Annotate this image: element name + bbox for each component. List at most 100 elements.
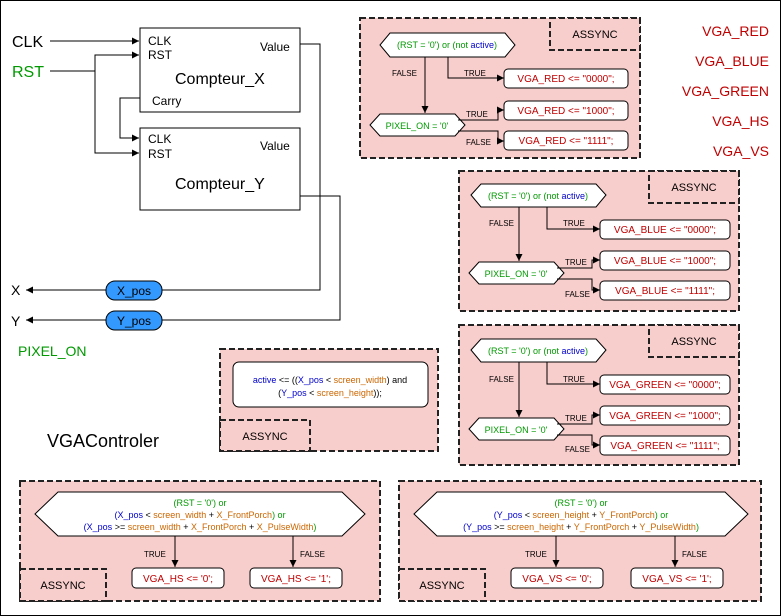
reset-active-condition: [470, 183, 607, 208]
pixel-on-condition-text: PIXEL_ON = '0': [485, 269, 548, 279]
reset-active-condition: [379, 32, 516, 58]
assync-tag: [648, 170, 740, 204]
pixel-true-arrow: [557, 411, 600, 425]
assign-1000-box: [503, 100, 629, 121]
pixel-on-condition-text: PIXEL_ON = '0': [386, 121, 449, 131]
false-label: FALSE: [682, 550, 707, 559]
assign-true-box: [510, 567, 604, 589]
hsync-condition: [34, 491, 366, 537]
counter-x-carry-port: Carry: [152, 94, 181, 108]
true-label: TRUE: [563, 375, 585, 384]
assign-1000-text: VGA_BLUE <= "1000";: [614, 256, 716, 267]
pixel-false-arrow: [458, 130, 504, 145]
assign-1000-text: VGA_GREEN <= "1000";: [609, 411, 721, 422]
red-decision-block: ASSYNC (RST = '0') or (not active) PIXEL…: [359, 17, 641, 159]
assync-tag: [549, 17, 641, 51]
assign-false-text: VGA_VS <= '1';: [642, 574, 711, 585]
assign-1111-text: VGA_BLUE <= "1111";: [615, 286, 715, 297]
vsync-condition: [413, 491, 749, 537]
assign-1000-box: [599, 405, 731, 426]
assync-label: ASSYNC: [242, 431, 287, 443]
assync-label: ASSYNC: [40, 580, 85, 592]
assign-false-text: VGA_HS <= '1';: [261, 574, 331, 585]
counter-x-box: [139, 27, 301, 113]
hsync-condition-line-1: (RST = '0') or: [173, 498, 226, 508]
active-expression-line-1: active <= ((X_pos < screen_width) and: [253, 375, 407, 385]
vga-vs-output-label: VGA_VS: [713, 143, 769, 159]
wire-rst-to-counter-y: [94, 71, 139, 157]
counter-y-clk-port: CLK: [148, 132, 171, 146]
pixel-false-arrow: [557, 278, 600, 294]
condition-text: (RST = '0') or (not active): [397, 40, 497, 50]
assync-label: ASSYNC: [572, 29, 617, 41]
vga-blue-output-label: VGA_BLUE: [695, 53, 769, 69]
active-expression-line-2: (Y_pos < screen_height));: [278, 388, 382, 398]
assign-1000-box: [599, 250, 731, 271]
vga-hs-output-label: VGA_HS: [712, 113, 769, 129]
active-signal-block: active <= ((X_pos < screen_width) and (Y…: [219, 348, 439, 452]
assign-0000-box: [599, 374, 731, 395]
vsync-condition-line-1: (RST = '0') or: [554, 498, 607, 508]
hsync-condition-line-2: (X_pos < screen_width + X_FrontPorch) or: [114, 510, 285, 520]
true-branch-arrow: [447, 57, 504, 82]
assign-false-box: [249, 567, 343, 589]
pixel-on-output-label: PIXEL_ON: [18, 343, 86, 359]
x-pos-label: X_pos: [117, 284, 151, 298]
y-pos-label: Y_pos: [117, 314, 151, 328]
pixel-on-condition: [468, 261, 565, 285]
x-output-label: X: [11, 282, 21, 298]
blue-decision-block: ASSYNC (RST = '0') or (not active) PIXEL…: [458, 170, 740, 312]
assync-tag: [398, 568, 486, 602]
assign-false-box: [630, 567, 724, 589]
pixel-true-label: TRUE: [466, 110, 488, 119]
vga-green-output-label: VGA_GREEN: [682, 83, 769, 99]
vsync-decision-block: (RST = '0') or (Y_pos < screen_height + …: [398, 480, 762, 602]
counter-x-rst-port: RST: [148, 48, 173, 62]
y-pos-pill: [105, 310, 163, 331]
assign-1111-box: [503, 130, 629, 151]
x-pos-pill: [105, 280, 163, 301]
pixel-on-condition: [369, 113, 466, 137]
pixel-true-arrow: [557, 256, 600, 269]
vsync-condition-line-2: (Y_pos < screen_height + Y_FrontPorch) o…: [494, 510, 668, 520]
counter-y-box: [139, 127, 301, 211]
wire-rst-to-counter-x: [50, 51, 139, 72]
counter-x-block: CLK RST Value Compteur_X Carry: [139, 27, 301, 113]
counter-x-value-port: Value: [260, 40, 290, 54]
assync-tag: [648, 324, 740, 358]
hsync-decision-block: (RST = '0') or (X_pos < screen_width + X…: [19, 480, 381, 602]
false-label: FALSE: [489, 219, 514, 228]
reset-active-condition: [470, 338, 607, 363]
assign-0000-text: VGA_BLUE <= "0000";: [614, 225, 716, 236]
assign-1111-box: [599, 280, 731, 301]
wires: [26, 37, 341, 324]
assync-label: ASSYNC: [671, 182, 716, 194]
false-label: FALSE: [392, 69, 417, 78]
wire-carry-to-counter-y: [119, 97, 140, 142]
assign-0000-text: VGA_GREEN <= "0000";: [609, 380, 721, 391]
assign-0000-box: [503, 68, 629, 89]
true-branch-arrow: [546, 207, 600, 233]
assign-0000-box: [599, 219, 731, 240]
assign-1000-text: VGA_RED <= "1000";: [517, 106, 614, 117]
pixel-true-label: TRUE: [565, 258, 587, 267]
assign-1111-text: VGA_RED <= "1111";: [519, 136, 614, 147]
assign-true-text: VGA_VS <= '0';: [522, 574, 591, 585]
true-label: TRUE: [563, 219, 585, 228]
true-label: TRUE: [464, 69, 486, 78]
rst-input-label: RST: [12, 64, 44, 81]
vsync-condition-line-3: (Y_pos >= screen_height + Y_FrontPorch +…: [463, 522, 699, 532]
active-expression-box: [232, 361, 429, 408]
counter-y-name: Compteur_Y: [175, 176, 265, 193]
condition-text: (RST = '0') or (not active): [488, 191, 588, 201]
counter-y-block: CLK RST Value Compteur_Y: [139, 127, 301, 211]
vga-red-output-label: VGA_RED: [702, 23, 769, 39]
assign-0000-text: VGA_RED <= "0000";: [517, 74, 614, 85]
clk-input-label: CLK: [12, 34, 43, 51]
pixel-false-label: FALSE: [466, 138, 491, 147]
pixel-true-arrow: [458, 106, 504, 121]
green-decision-block: ASSYNC (RST = '0') or (not active) PIXEL…: [458, 324, 740, 466]
wire-counter-y-value-to-ypos: [162, 195, 341, 321]
hsync-condition-line-3: (X_pos >= screen_width + X_FrontPorch + …: [84, 522, 317, 532]
